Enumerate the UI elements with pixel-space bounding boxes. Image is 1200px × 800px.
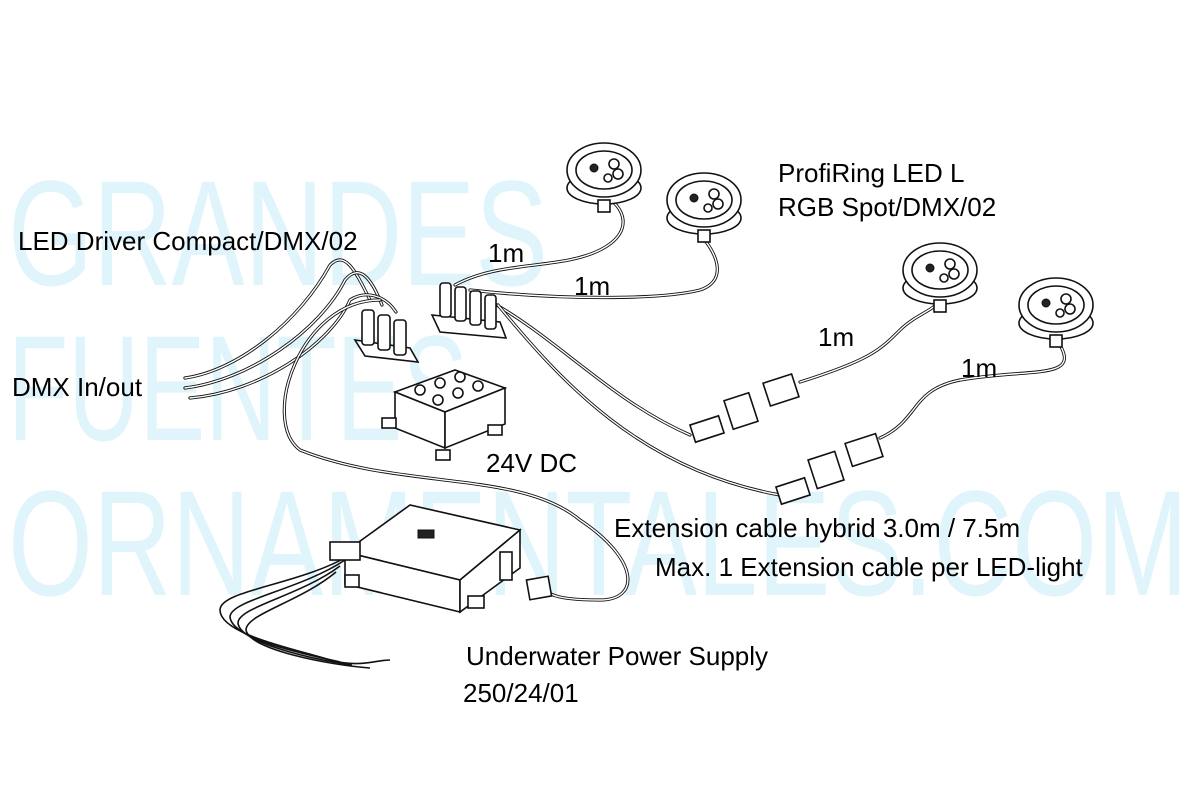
watermark-line-3: ORNAMENTALES.COM: [8, 459, 1188, 627]
cable-length-label: 1m: [574, 271, 610, 301]
cable-length-label: 1m: [488, 238, 524, 268]
label-dmx-inout: DMX In/out: [12, 372, 143, 402]
label-profiring-line1: ProfiRing LED L: [778, 158, 964, 188]
led-driver-box: [381, 369, 508, 461]
led-spot-2: [666, 172, 742, 243]
label-psu-line1: Underwater Power Supply: [466, 641, 768, 671]
led-spot-1: [566, 142, 642, 213]
dmx-connector-block: [353, 309, 420, 363]
cables: [183, 193, 1067, 669]
cable-length-label: 1m: [818, 322, 854, 352]
label-extension-line2: Max. 1 Extension cable per LED-light: [655, 552, 1084, 582]
label-extension-line1: Extension cable hybrid 3.0m / 7.5m: [614, 513, 1020, 543]
label-24v-dc: 24V DC: [486, 448, 577, 478]
underwater-power-supply: [329, 504, 553, 614]
extension-connector-upper: [688, 372, 800, 444]
label-psu-line2: 250/24/01: [463, 678, 579, 708]
label-led-driver: LED Driver Compact/DMX/02: [18, 226, 358, 256]
led-spot-3: [902, 242, 978, 313]
label-profiring-line2: RGB Spot/DMX/02: [778, 192, 996, 222]
led-spot-4: [1018, 277, 1094, 348]
cable-length-label: 1m: [961, 353, 997, 383]
hub-connector-block: [430, 282, 508, 339]
extension-connector-lower: [774, 432, 884, 506]
